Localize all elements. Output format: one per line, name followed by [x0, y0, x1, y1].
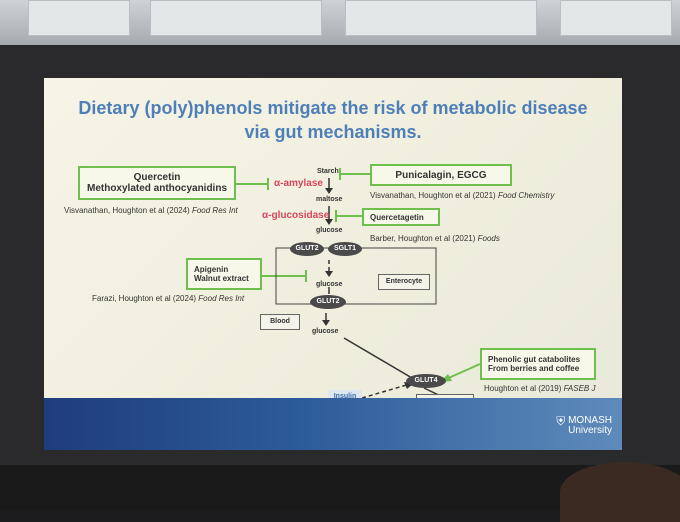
- audience-head: [560, 462, 680, 522]
- glucose-label-blood: glucose: [312, 328, 339, 335]
- blood-label: Blood: [260, 314, 300, 330]
- monash-logo: ⛨ MONASH University: [556, 414, 612, 436]
- reference-barber-2021: Barber, Houghton et al (2021) Foods: [370, 234, 500, 243]
- apigenin-label: Apigenin: [194, 265, 229, 274]
- logo-shield-icon: ⛨: [556, 414, 566, 428]
- slide-title-line1: Dietary (poly)phenols mitigate the risk …: [78, 98, 588, 118]
- reference-farazi-2024: Farazi, Houghton et al (2024) Food Res I…: [92, 294, 244, 303]
- glut2-transporter-basolateral: GLUT2: [310, 295, 346, 309]
- enterocyte-label: Enterocyte: [378, 274, 430, 290]
- reference-visvanathan-2021: Visvanathan, Houghton et al (2021) Food …: [370, 191, 554, 200]
- logo-text-monash: MONASH: [568, 415, 612, 426]
- alpha-amylase-label: α-amylase: [274, 178, 323, 189]
- glucose-label-lumen: glucose: [316, 227, 343, 234]
- glut2-transporter-apical: GLUT2: [290, 242, 324, 256]
- berries-coffee-label: From berries and coffee: [488, 364, 580, 373]
- reference-journal: Food Res Int: [198, 294, 245, 303]
- reference-journal: Foods: [477, 234, 500, 243]
- quercetin-box: Quercetin Methoxylated anthocyanidins: [78, 166, 236, 200]
- quercetin-label: Quercetin: [133, 172, 181, 183]
- slide: Dietary (poly)phenols mitigate the risk …: [44, 78, 622, 450]
- ceiling-light-panel: [345, 0, 537, 36]
- glucose-label-enterocyte: glucose: [316, 281, 343, 288]
- logo-text-university: University: [568, 425, 612, 436]
- ceiling-light-panel: [560, 0, 672, 36]
- phenolic-catabolites-label: Phenolic gut catabolites: [488, 355, 581, 364]
- starch-label: Starch: [317, 168, 339, 175]
- reference-journal: FASEB J: [563, 384, 596, 393]
- maltose-label: maltose: [316, 196, 343, 203]
- glut4-transporter: GLUT4: [406, 374, 446, 388]
- alpha-glucosidase-label: α-glucosidase: [262, 210, 330, 221]
- punicalagin-box: Punicalagin, EGCG: [370, 164, 512, 186]
- reference-journal: Food Chemistry: [497, 191, 555, 200]
- apigenin-box: Apigenin Walnut extract: [186, 258, 262, 290]
- reference-houghton-2019: Houghton et al (2019) FASEB J: [484, 384, 595, 393]
- walnut-extract-label: Walnut extract: [194, 274, 249, 283]
- reference-authors: Houghton et al (2019): [484, 384, 562, 393]
- reference-authors: Barber, Houghton et al (2021): [370, 234, 476, 243]
- reference-authors: Visvanathan, Houghton et al (2024): [64, 206, 190, 215]
- reference-journal: Food Res Int: [191, 206, 238, 215]
- sglt1-transporter: SGLT1: [328, 242, 362, 256]
- quercetagetin-box: Quercetagetin: [362, 208, 440, 226]
- ceiling-light-panel: [150, 0, 322, 36]
- anthocyanidins-label: Methoxylated anthocyanidins: [86, 183, 228, 194]
- ceiling-light-panel: [28, 0, 130, 36]
- phenolic-catabolites-box: Phenolic gut catabolites From berries an…: [480, 348, 596, 380]
- slide-footer-band: [44, 398, 622, 450]
- reference-authors: Visvanathan, Houghton et al (2021): [370, 191, 496, 200]
- reference-visvanathan-2024: Visvanathan, Houghton et al (2024) Food …: [64, 206, 238, 215]
- quercetagetin-label: Quercetagetin: [370, 212, 424, 222]
- ceiling: [0, 0, 680, 52]
- reference-authors: Farazi, Houghton et al (2024): [92, 294, 197, 303]
- slide-title-line2: via gut mechanisms.: [244, 122, 422, 142]
- punicalagin-label: Punicalagin, EGCG: [395, 169, 487, 181]
